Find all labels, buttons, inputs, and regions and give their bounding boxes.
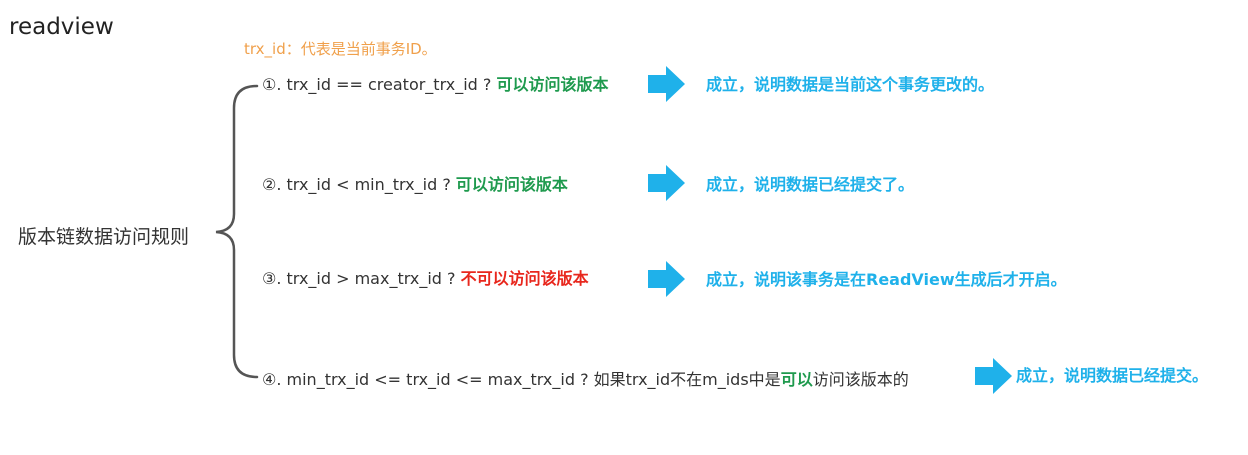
diagram-title: readview (9, 14, 114, 40)
rule-4-condition: ④. min_trx_id <= trx_id <= max_trx_id ? … (262, 370, 781, 389)
rule-2-verdict: 可以访问该版本 (455, 175, 568, 194)
trx-id-note: trx_id：代表是当前事务ID。 (244, 40, 437, 58)
brace-path (215, 84, 259, 379)
rule-1: ①. trx_id == creator_trx_id ? 可以访问该版本 (262, 71, 608, 95)
rule-4: ④. min_trx_id <= trx_id <= max_trx_id ? … (262, 366, 909, 390)
rule-2-condition: ②. trx_id < min_trx_id ? (262, 175, 456, 194)
rule-4-suffix: 访问该版本的 (812, 370, 909, 389)
rule-1-result: 成立，说明数据是当前这个事务更改的。 (706, 75, 995, 94)
arrow-right-icon (648, 261, 685, 297)
rule-4-verdict: 可以 (780, 370, 813, 389)
arrow-right-icon (975, 358, 1012, 394)
rule-1-verdict: 可以访问该版本 (496, 75, 609, 94)
rule-3-condition: ③. trx_id > max_trx_id ? (262, 269, 461, 288)
rule-3-result: 成立，说明该事务是在ReadView生成后才开启。 (706, 270, 1067, 289)
arrow-right-icon (648, 165, 685, 201)
rule-1-condition: ①. trx_id == creator_trx_id ? (262, 75, 497, 94)
root-label: 版本链数据访问规则 (18, 226, 190, 248)
rule-3-verdict: 不可以访问该版本 (460, 269, 589, 288)
rule-4-result: 成立，说明数据已经提交。 (1016, 366, 1209, 385)
rule-2: ②. trx_id < min_trx_id ? 可以访问该版本 (262, 171, 568, 195)
rule-3: ③. trx_id > max_trx_id ? 不可以访问该版本 (262, 265, 589, 289)
arrow-right-icon (648, 66, 685, 102)
rule-2-result: 成立，说明数据已经提交了。 (706, 175, 915, 194)
